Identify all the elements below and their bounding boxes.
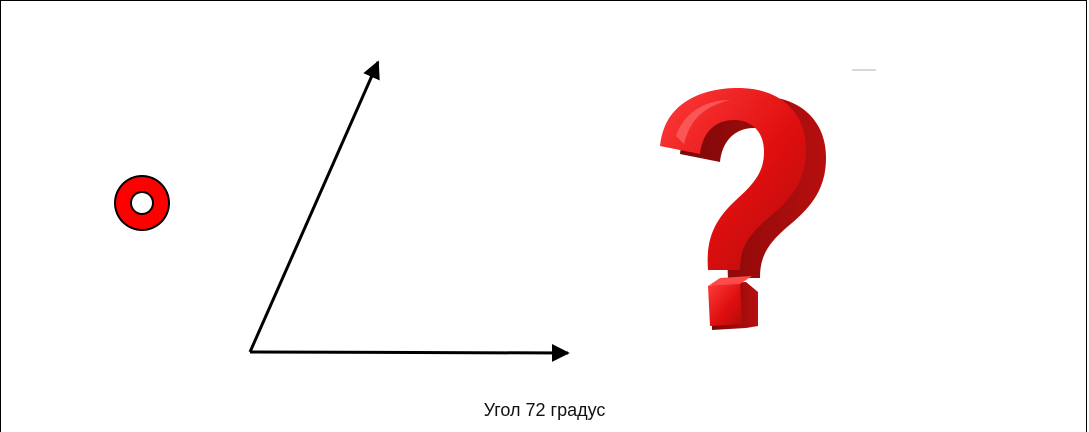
question-mark-icon	[660, 88, 826, 330]
angle-ray-base	[249, 343, 570, 362]
ring-icon	[114, 175, 170, 231]
caption: Угол 72 градус	[483, 400, 606, 420]
angle-ray-upper	[248, 60, 380, 353]
